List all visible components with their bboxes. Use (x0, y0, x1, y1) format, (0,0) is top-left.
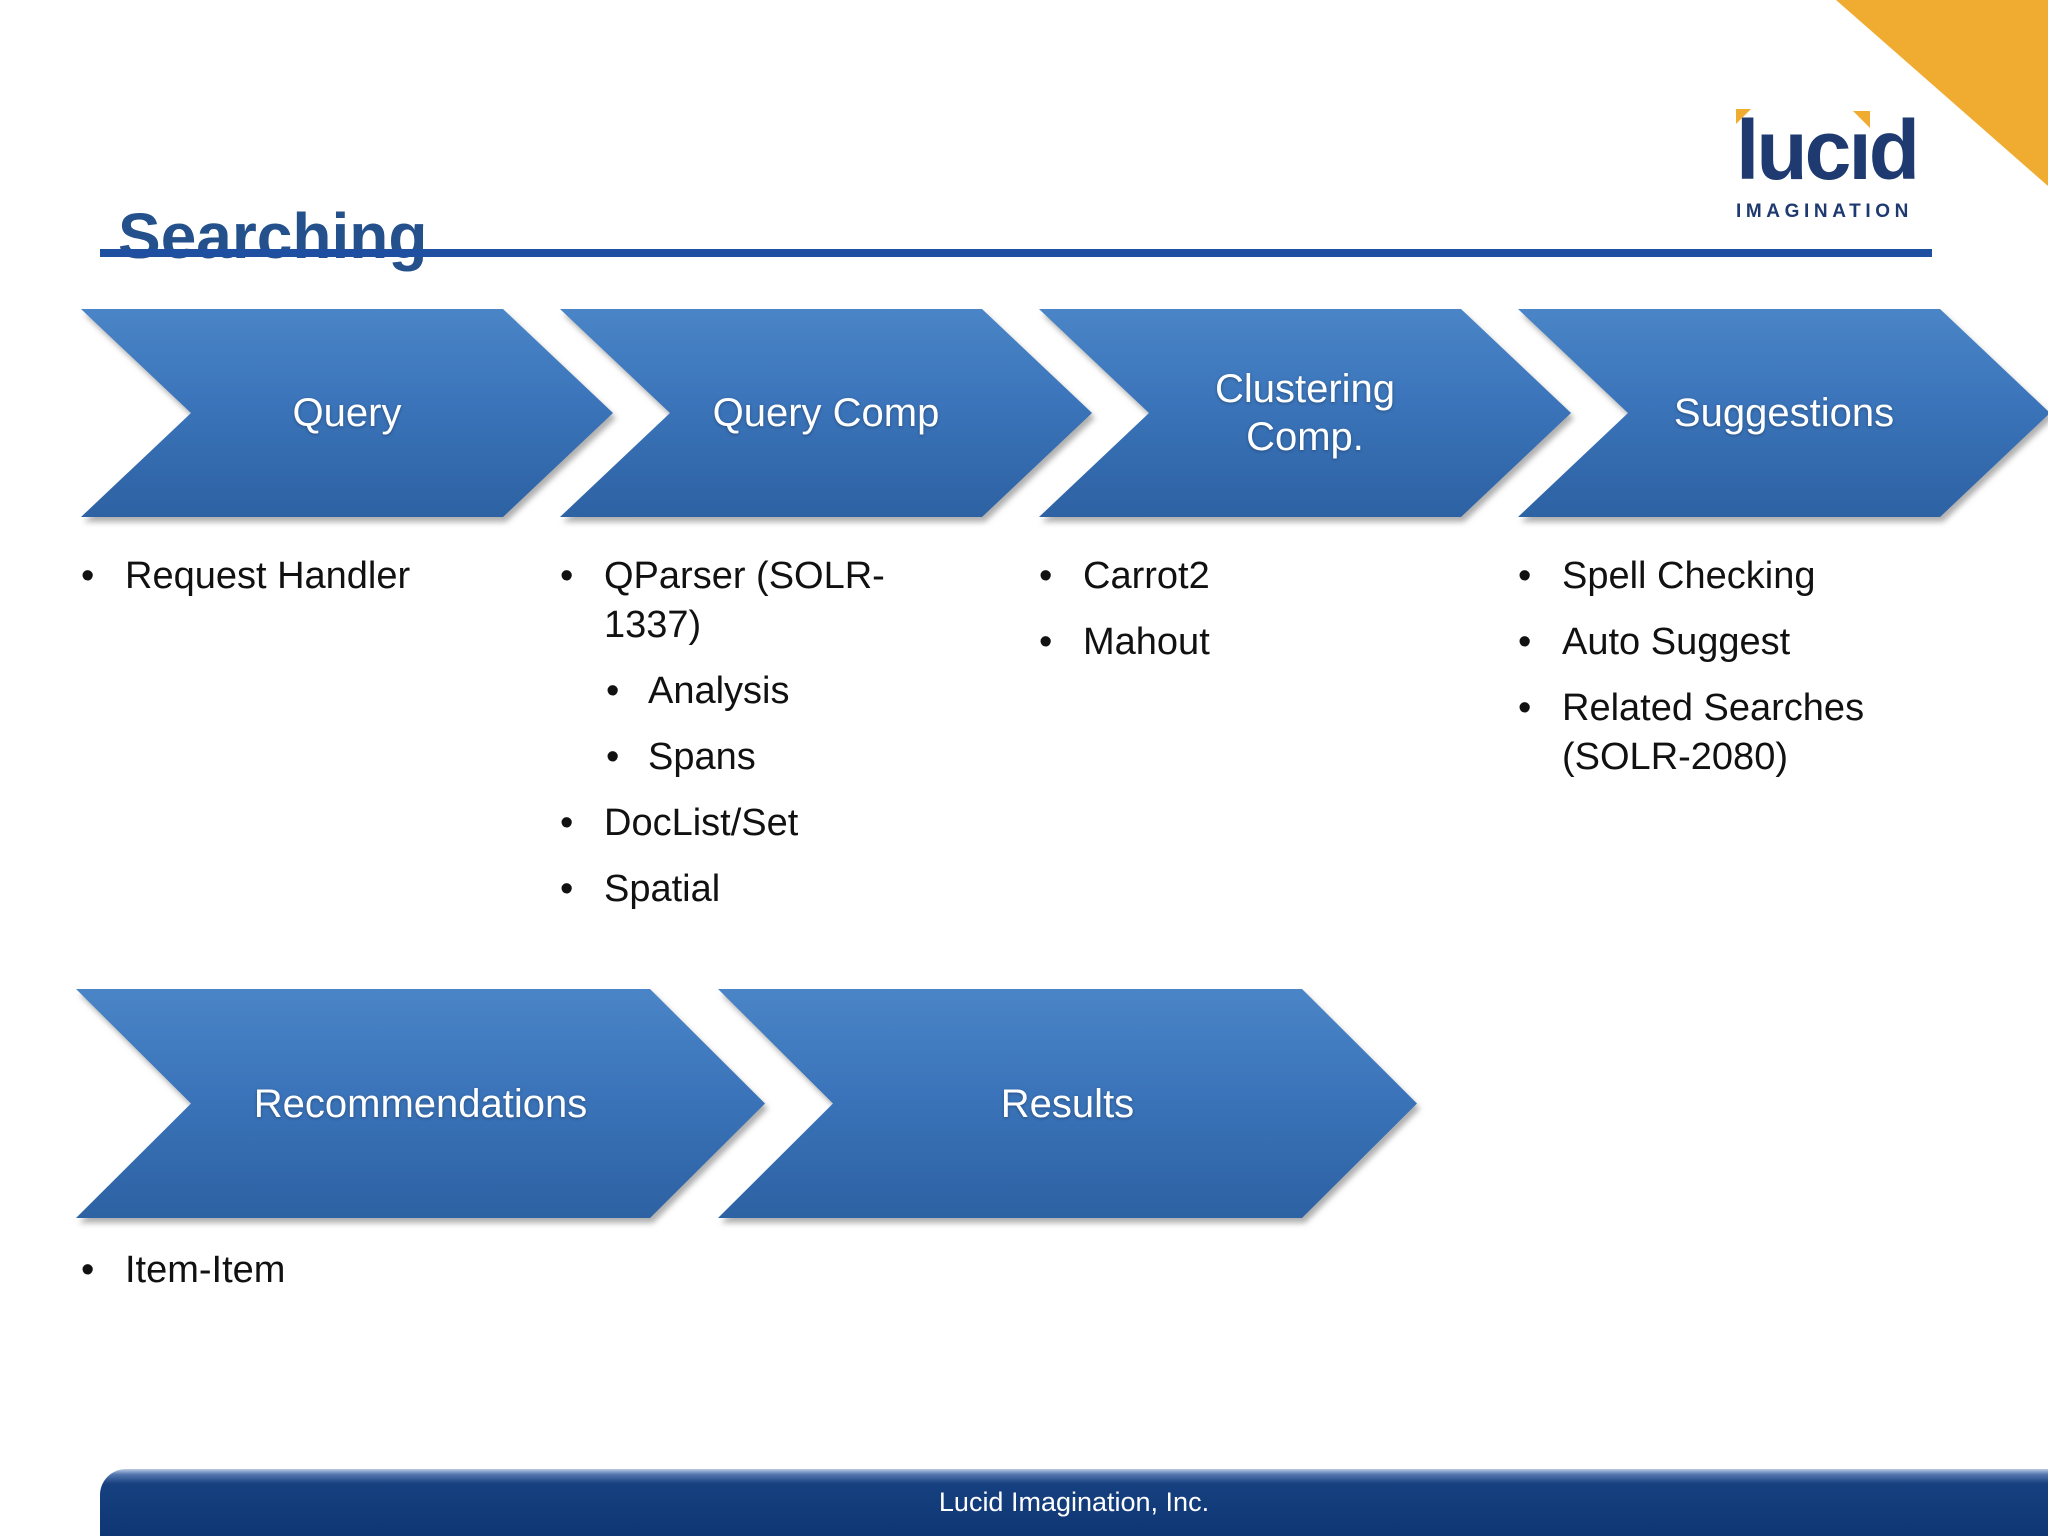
bullet-item: Spatial (560, 865, 905, 914)
logo-yellow-dot (1852, 111, 1870, 128)
bullet-dot (81, 552, 125, 601)
footer-bar: Lucid Imagination, Inc. (100, 1469, 2048, 1536)
chevron-shape: Results (718, 989, 1417, 1218)
bullet-item: Related Searches (SOLR-2080) (1518, 684, 1948, 782)
bullet-dot (1518, 684, 1562, 782)
process-step-query: Query (81, 309, 613, 517)
bullet-dot (560, 865, 604, 914)
bullet-dot (1039, 552, 1083, 601)
bullet-dot (1039, 618, 1083, 667)
logo-letter-l: luc (1736, 103, 1851, 197)
bullet-item: Item-Item (81, 1246, 681, 1295)
bullet-item: Analysis (606, 667, 905, 716)
process-step-clustering-comp: Clustering Comp. (1039, 309, 1571, 517)
bullet-column-query-comp: QParser (SOLR-1337) Analysis Spans DocLi… (560, 552, 905, 931)
bullet-dot (606, 733, 648, 782)
chevron-shape: Query Comp (560, 309, 1092, 517)
bullet-column-recommendations: Item-Item (81, 1246, 681, 1312)
step-label: Clustering Comp. (1214, 367, 1396, 459)
bullet-dot (560, 552, 604, 650)
bullet-dot (81, 1246, 125, 1295)
bullet-item: QParser (SOLR-1337) (560, 552, 905, 650)
bullet-column-suggestions: Spell Checking Auto Suggest Related Sear… (1518, 552, 1948, 799)
bullet-dot (560, 799, 604, 848)
bullet-column-clustering: Carrot2 Mahout (1039, 552, 1469, 684)
step-label: Query Comp (712, 391, 940, 435)
chevron-shape: Clustering Comp. (1039, 309, 1571, 517)
bullet-item: Spell Checking (1518, 552, 1948, 601)
bullet-column-query: Request Handler (81, 552, 511, 618)
process-step-query-comp: Query Comp (560, 309, 1092, 517)
step-label: Query (292, 391, 402, 435)
title-underline (100, 249, 1932, 257)
step-label: Results (1000, 1081, 1135, 1126)
chevron-shape: Recommendations (76, 989, 765, 1218)
logo-yellow-accent (1736, 109, 1751, 124)
logo-subtitle: IMAGINATION (1736, 201, 1913, 222)
footer-text: Lucid Imagination, Inc. (938, 1487, 1210, 1517)
process-step-suggestions: Suggestions (1518, 309, 2048, 517)
bullet-item: Auto Suggest (1518, 618, 1948, 667)
logo-letter-i: ı (1848, 103, 1871, 197)
bullet-item: Carrot2 (1039, 552, 1469, 601)
step-label: Recommendations (253, 1081, 588, 1126)
chevron-shape: Query (81, 309, 613, 517)
bullet-item: Request Handler (81, 552, 511, 601)
bullet-dot (1518, 552, 1562, 601)
process-step-results: Results (718, 989, 1417, 1218)
bullet-dot (1518, 618, 1562, 667)
step-label: Suggestions (1673, 391, 1895, 435)
chevron-shape: Suggestions (1518, 309, 2048, 517)
bullet-dot (606, 667, 648, 716)
corner-accent-triangle (1836, 0, 2048, 186)
bullet-item: Spans (606, 733, 905, 782)
bullet-item: Mahout (1039, 618, 1469, 667)
bullet-item: DocList/Set (560, 799, 905, 848)
process-step-recommendations: Recommendations (76, 989, 765, 1218)
page-title: Searching (118, 199, 428, 272)
